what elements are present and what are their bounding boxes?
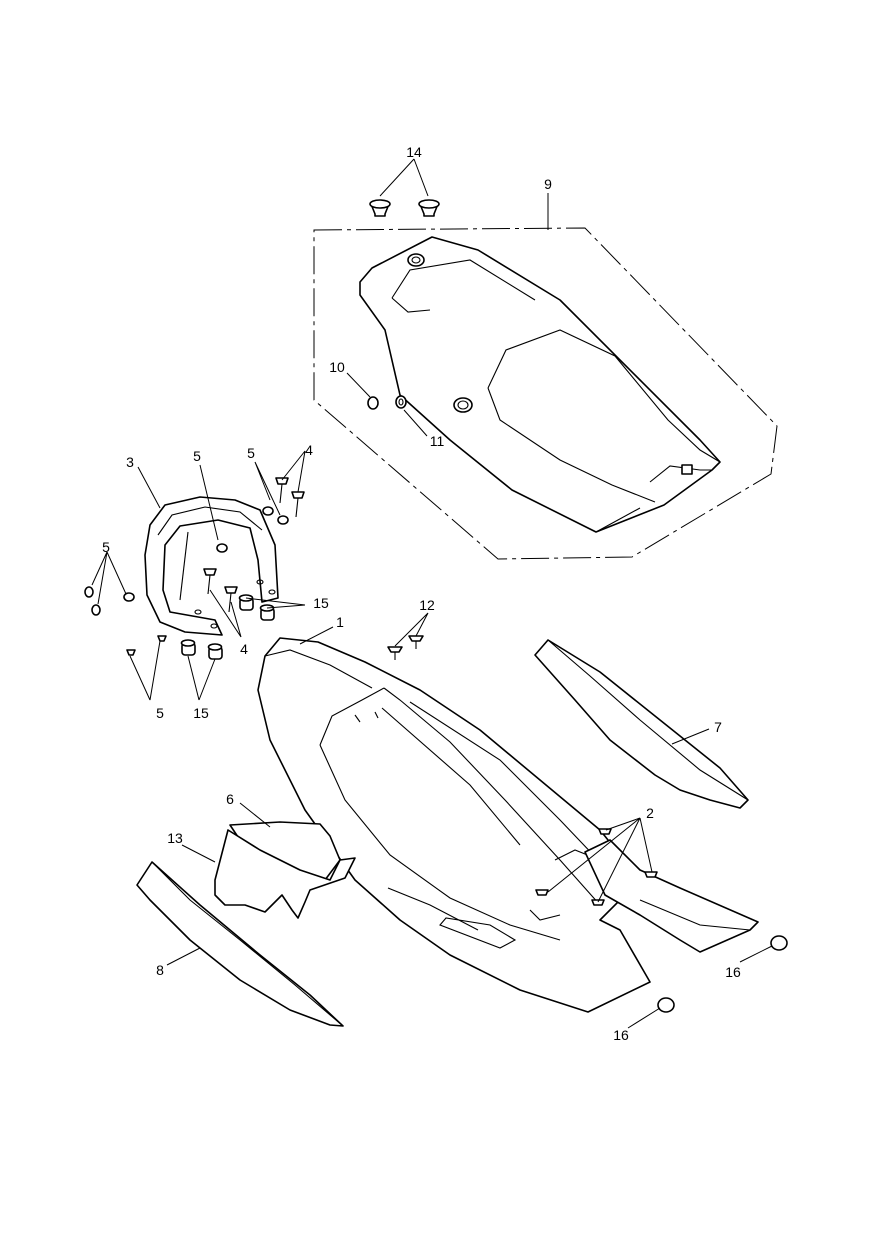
callout-1: 1 bbox=[336, 614, 344, 630]
undertray-fasteners bbox=[535, 828, 658, 906]
callout-2: 2 bbox=[646, 805, 654, 821]
callout-5-left: 5 bbox=[102, 539, 110, 555]
inner-hugger bbox=[214, 829, 356, 919]
callout-14: 14 bbox=[406, 144, 422, 160]
callout-8: 8 bbox=[156, 962, 164, 978]
callout-12: 12 bbox=[419, 597, 435, 613]
callout-5-bottom: 5 bbox=[156, 705, 164, 721]
callout-16-right: 16 bbox=[725, 964, 741, 980]
leader-lines bbox=[91, 158, 773, 1029]
grab-rail-bolts bbox=[203, 477, 305, 613]
grab-rail bbox=[144, 496, 279, 636]
rear-end-cap-a bbox=[770, 935, 788, 951]
seat-group-boundary bbox=[313, 227, 778, 560]
callout-4-top: 4 bbox=[305, 442, 313, 458]
callout-3: 3 bbox=[126, 454, 134, 470]
seat-nut bbox=[395, 395, 407, 409]
grab-rail-washers bbox=[84, 506, 289, 656]
rear-end-cap-b bbox=[657, 997, 675, 1013]
seat-grommet-pair bbox=[369, 199, 440, 217]
callout-9: 9 bbox=[544, 176, 552, 192]
callout-15-bottom: 15 bbox=[193, 705, 209, 721]
tail-screws-top bbox=[387, 635, 424, 660]
callout-4-bottom: 4 bbox=[240, 641, 248, 657]
tail-side-panel-left bbox=[136, 861, 344, 1027]
callout-10: 10 bbox=[329, 359, 345, 375]
callout-16-bottom: 16 bbox=[613, 1027, 629, 1043]
seat-washer bbox=[367, 396, 379, 410]
callout-5-rail-right: 5 bbox=[247, 445, 255, 461]
callout-5-rail-top: 5 bbox=[193, 448, 201, 464]
callout-15-right: 15 bbox=[313, 595, 329, 611]
rear-tail-cowl bbox=[257, 637, 651, 1013]
callout-6: 6 bbox=[226, 791, 234, 807]
seat bbox=[359, 236, 721, 533]
callout-11: 11 bbox=[430, 433, 445, 449]
callout-7: 7 bbox=[714, 719, 722, 735]
callout-13: 13 bbox=[167, 830, 183, 846]
